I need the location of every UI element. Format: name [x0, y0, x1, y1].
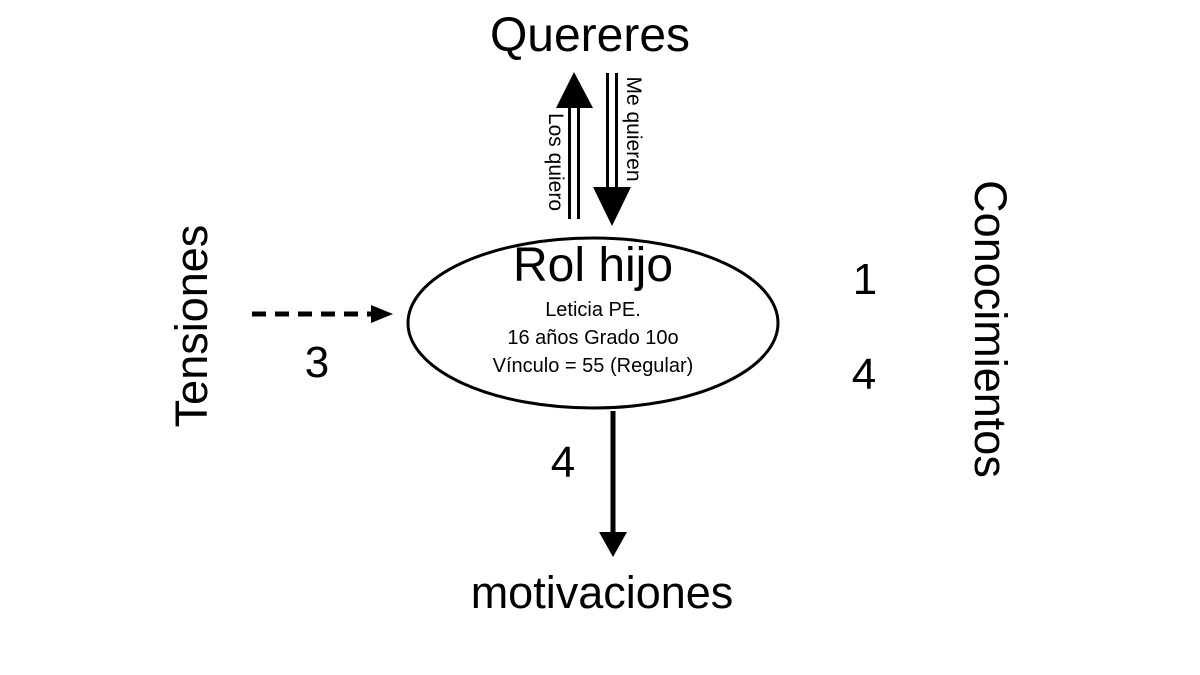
- down-arrow-label: Me quieren: [622, 76, 645, 182]
- down-arrow: [593, 73, 631, 226]
- central-node-line-name: Leticia PE.: [545, 299, 641, 321]
- central-node-line-vinculo: Vínculo = 55 (Regular): [492, 355, 694, 377]
- right-top-number: 1: [852, 255, 878, 304]
- central-node: Rol hijo Leticia PE. 16 años Grado 10o V…: [413, 240, 773, 380]
- label-conocimientos: Conocimientos: [965, 180, 1016, 478]
- title-quereres: Quereres: [489, 9, 691, 62]
- label-tensiones: Tensiones: [166, 224, 217, 428]
- bottom-arrow: [599, 411, 627, 557]
- dashed-right-arrow: [252, 305, 393, 323]
- bottom-arrow-number: 4: [550, 438, 576, 487]
- central-node-line-age-grade: 16 años Grado 10o: [507, 327, 679, 349]
- right-bottom-number: 4: [851, 350, 877, 399]
- up-arrow-label: Los quiero: [544, 112, 567, 212]
- central-node-title: Rol hijo: [512, 239, 674, 292]
- central-node-ellipse: [406, 236, 780, 410]
- up-arrow: [556, 72, 593, 219]
- label-motivaciones: motivaciones: [470, 567, 734, 618]
- dashed-arrow-number: 3: [304, 338, 330, 387]
- central-node-details: Leticia PE. 16 años Grado 10o Vínculo = …: [413, 296, 773, 380]
